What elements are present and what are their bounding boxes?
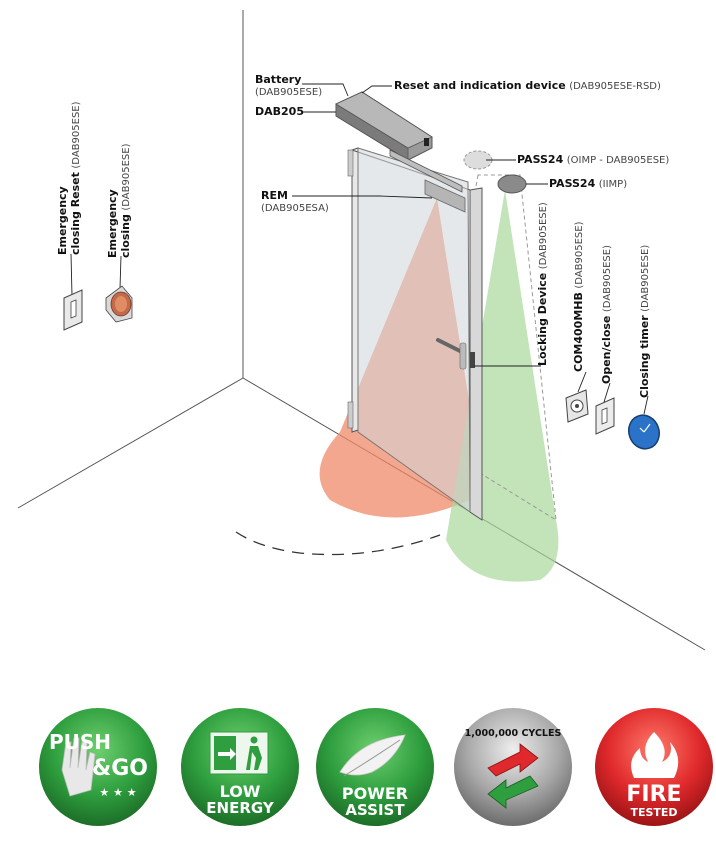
- battery-label: Battery(DAB905ESE): [255, 73, 323, 99]
- push-go-badge: PUSH &GO ★ ★ ★: [39, 708, 157, 826]
- dab205-label: DAB205: [255, 105, 304, 118]
- push-go-stars: ★ ★ ★: [99, 786, 137, 799]
- emergency-closing-button: [105, 285, 133, 323]
- pass24-oimp-label: PASS24 (OIMP - DAB905ESE): [517, 153, 670, 167]
- exit-person-icon: [209, 731, 269, 775]
- locking-device-label: Locking Device (DAB905ESE): [536, 202, 549, 366]
- low-energy-badge: LOW ENERGY: [181, 708, 299, 826]
- door-handle: [436, 338, 475, 370]
- cycle-arrows-icon: [487, 743, 539, 809]
- leader-lines: [70, 83, 649, 415]
- power-assist-title: POWER: [341, 784, 409, 803]
- door-swing-arc: [235, 531, 441, 556]
- low-energy-subtitle: ENERGY: [206, 799, 274, 817]
- feather-icon: [339, 734, 406, 777]
- dab205-operator: [335, 91, 463, 193]
- cycles-text: 1,000,000 CYCLES: [464, 728, 562, 739]
- fire-tested-badge: FIRE TESTED: [595, 708, 713, 826]
- closing-timer-label: Closing timer (DAB905ESE): [638, 244, 651, 398]
- power-assist-badge: POWER ASSIST: [316, 708, 434, 826]
- hand-icon: [61, 737, 96, 797]
- push-go-badge-circle: [39, 708, 157, 826]
- rem-label: REM(DAB905ESA): [261, 189, 329, 215]
- open-close-switch: [595, 397, 615, 435]
- low-energy-title: LOW: [219, 782, 261, 801]
- push-go-title: PUSH: [48, 730, 112, 754]
- fire-subtitle: TESTED: [630, 806, 678, 819]
- pass24-iimp-label: PASS24 (IIMP): [549, 177, 628, 191]
- com400mhb-label: COM400MHB (DAB905ESE): [572, 221, 585, 372]
- power-assist-subtitle: ASSIST: [345, 801, 405, 819]
- reset-device-label: Reset and indication device (DAB905ESE-R…: [394, 79, 661, 93]
- flame-icon: [631, 732, 679, 778]
- pass24-iimp-sensor: [497, 174, 527, 194]
- cycles-badge: 1,000,000 CYCLES: [454, 708, 572, 826]
- push-go-subtitle: &GO: [92, 756, 148, 781]
- com400mhb-keyswitch: [565, 389, 589, 423]
- rem-magnet: [424, 179, 466, 213]
- open-close-label: Open/close (DAB905ESE): [600, 245, 613, 384]
- closing-timer: [628, 414, 660, 450]
- fire-title: FIRE: [626, 782, 682, 807]
- emergency-reset-switch: [63, 289, 83, 331]
